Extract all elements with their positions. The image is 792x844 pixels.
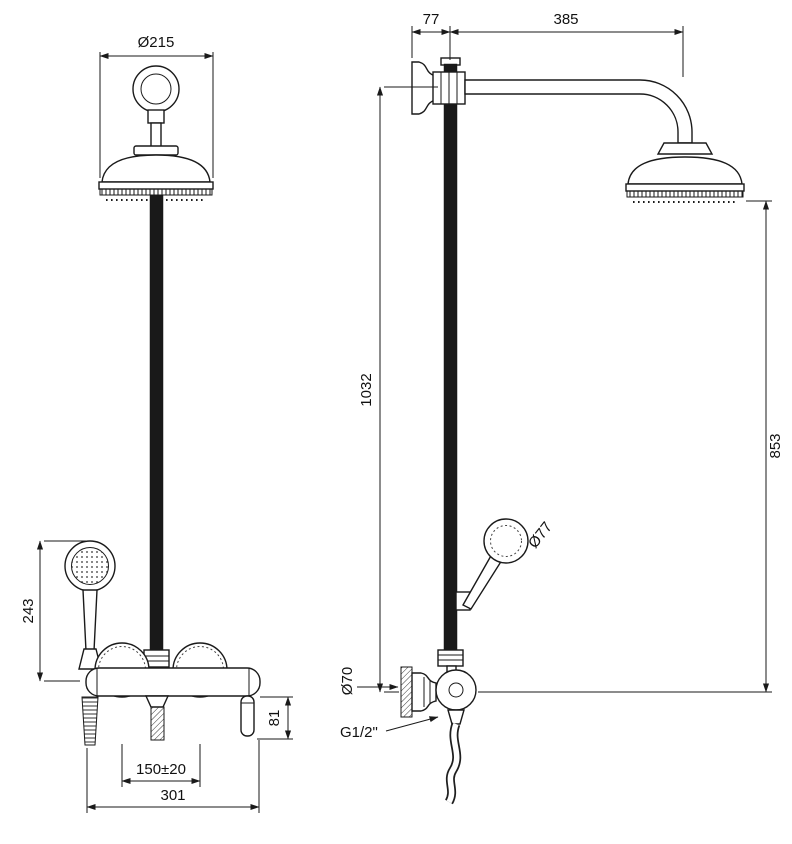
dim-outlet-drop: 81 xyxy=(257,696,293,740)
callout-escutcheon-diameter: Ø70 xyxy=(339,667,399,695)
shower-hose-side xyxy=(444,722,462,805)
shower-arm-side xyxy=(464,79,693,144)
dim-label-215: Ø215 xyxy=(138,34,175,51)
hand-shower-side: Ø77 xyxy=(455,518,556,611)
dim-label-77dia: Ø77 xyxy=(525,519,556,552)
diverter-outlet-front xyxy=(240,695,255,737)
rain-head-side xyxy=(625,142,745,203)
dim-label-385: 385 xyxy=(553,11,578,28)
dim-head-height: 853 xyxy=(478,200,784,693)
dim-label-243: 243 xyxy=(20,598,37,623)
dim-label-301: 301 xyxy=(160,787,185,804)
dim-wall-offset: 77 385 xyxy=(411,11,684,77)
dim-label-1032: 1032 xyxy=(358,373,375,406)
callout-connection-thread: G1/2" xyxy=(340,716,439,741)
ceiling-flange-front xyxy=(132,65,180,149)
arm-connector-nut xyxy=(432,71,466,105)
wall-union-side xyxy=(400,649,477,725)
dim-label-thread: G1/2" xyxy=(340,724,378,741)
mixer-body-front xyxy=(85,667,261,697)
dim-label-81: 81 xyxy=(266,710,283,727)
front-view: Ø215 243 81 150±20 301 xyxy=(20,34,293,813)
wall-flange-side xyxy=(411,61,436,115)
dim-riser-height: 1032 xyxy=(358,86,438,693)
dim-label-77: 77 xyxy=(423,11,440,28)
dim-label-70dia: Ø70 xyxy=(339,667,356,695)
riser-pipe-front xyxy=(149,194,164,653)
dim-inlet-spacing: 150±20 xyxy=(121,744,201,787)
riser-nut-front xyxy=(143,649,170,668)
side-view: Ø77 77 385 xyxy=(339,11,784,805)
dim-overall-width: 301 xyxy=(86,740,260,813)
rain-head-front xyxy=(98,145,214,201)
dim-head-diameter: Ø215 xyxy=(99,34,214,178)
dim-label-150: 150±20 xyxy=(136,761,186,778)
dim-handshower-height: 243 xyxy=(20,540,86,682)
dim-label-853: 853 xyxy=(767,433,784,458)
riser-pipe-side xyxy=(443,63,458,653)
hose-outlet-front xyxy=(144,695,170,741)
hand-shower-front xyxy=(64,540,116,746)
